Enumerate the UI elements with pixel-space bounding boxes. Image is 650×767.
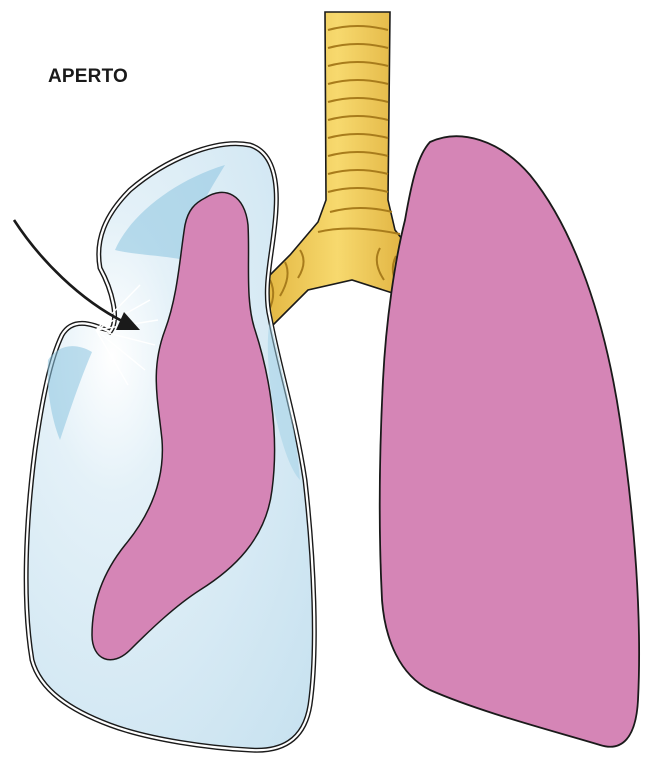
right-lung bbox=[380, 136, 639, 746]
left-lung-pneumothorax bbox=[26, 144, 314, 751]
